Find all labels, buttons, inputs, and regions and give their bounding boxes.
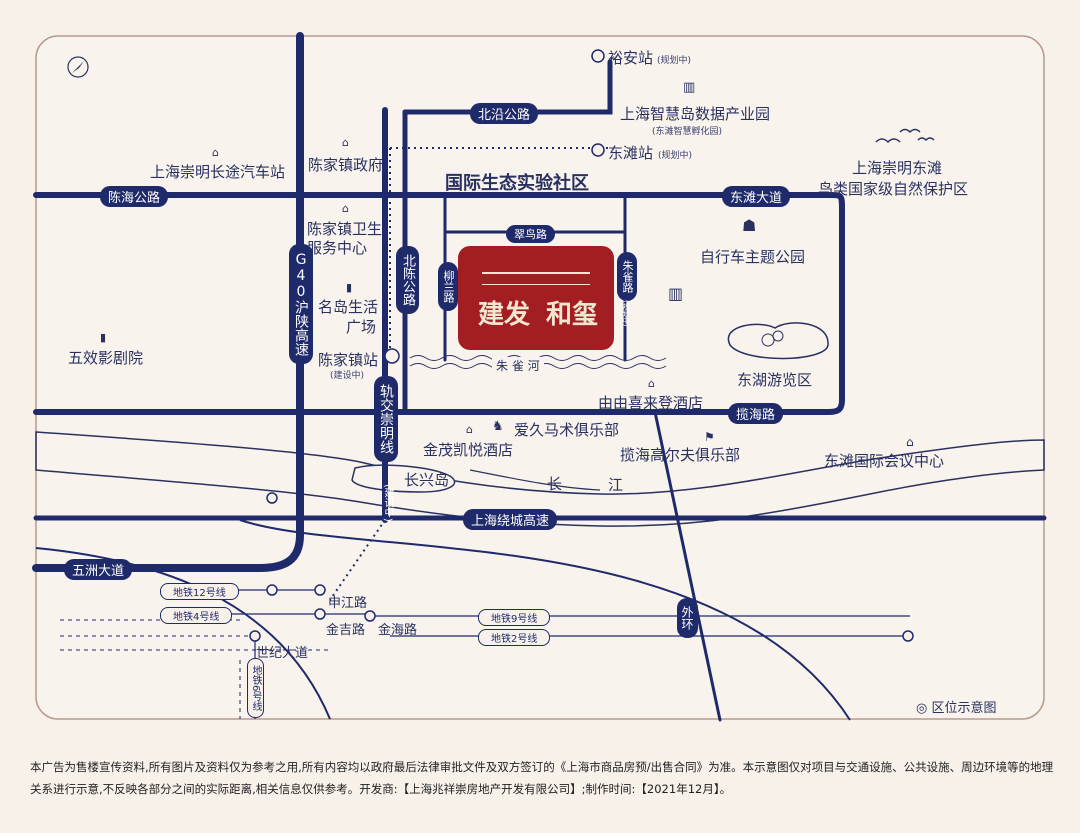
place-kerry: 金茂凯悦酒店: [423, 441, 514, 459]
disclaimer: 本广告为售楼宣传资料,所有图片及资料仅为参考之用,所有内容均以政府最后法律审批文…: [30, 760, 1054, 796]
place-lake: 东湖游览区: [737, 371, 813, 389]
rail-dotted: [329, 147, 610, 601]
place-plaza-a: 名岛生活: [318, 298, 379, 316]
compass-icon: [67, 56, 89, 78]
road-rail: 轨交崇明线: [374, 376, 398, 462]
hotel-icon: ⌂: [648, 377, 655, 390]
station-chenjia: 陈家镇站: [318, 351, 379, 369]
station-jinji: 金吉路: [326, 623, 366, 638]
road-waihuan: 外环: [677, 598, 698, 638]
legend: ◎ 区位示意图: [916, 697, 997, 716]
hotel-icon: ⌂: [466, 423, 473, 436]
people-icon: ☗: [742, 216, 757, 235]
station-dongtan-status: (规划中): [658, 151, 693, 161]
station-yuan-status: (规划中): [657, 56, 692, 66]
place-golf: 揽海高尔夫俱乐部: [620, 446, 741, 464]
metro-6: 地铁6号线: [247, 658, 264, 719]
place-yangtze-a: 长: [547, 475, 563, 493]
road-lanhai: 揽海路: [728, 403, 784, 424]
cinema-icon: ▮: [100, 331, 107, 344]
metro-4: 地铁4号线: [160, 607, 233, 624]
legend-label: 区位示意图: [931, 701, 997, 716]
station-markers: [249, 49, 914, 642]
road-zhuque: 朱雀路: [617, 252, 637, 301]
road-dongtan: 东滩大道: [722, 186, 791, 207]
station-shiji: 世纪大道: [256, 646, 309, 661]
project-name-a: 建发: [478, 300, 531, 330]
hospital-icon: ⌂: [342, 202, 349, 215]
place-hotel: 由由喜来登酒店: [598, 394, 704, 412]
station-chenjia-status: (建设中): [330, 371, 365, 381]
road-liulan: 柳兰路: [438, 262, 458, 311]
compass-needle: [72, 61, 84, 73]
tree-icon: [761, 333, 775, 347]
place-bike-park: 自行车主题公园: [700, 248, 806, 266]
station-jinhai: 金海路: [378, 623, 418, 638]
map-frame: [35, 35, 1045, 720]
place-cinema: 五效影剧院: [68, 349, 144, 367]
place-health-b: 服务中心: [307, 239, 368, 257]
road-raocheng: 上海绕城高速: [463, 509, 558, 530]
station-dongtan: 东滩站: [608, 144, 654, 162]
station-yuan: 裕安站: [608, 49, 654, 67]
road-beichen: 北陈公路: [396, 246, 419, 314]
tree-icon: [772, 330, 784, 342]
zhuque-status: (规划中): [622, 300, 630, 327]
rail-status: (建设中): [382, 484, 393, 522]
place-yangtze-b: 江: [608, 476, 624, 494]
gov-icon: ⌂: [342, 136, 349, 149]
bus-icon: ⌂: [212, 146, 219, 159]
horse-icon: ♞: [492, 419, 504, 434]
metro-dashed: [60, 619, 330, 719]
place-health-a: 陈家镇卫生: [307, 220, 383, 238]
east-lake: [727, 322, 829, 360]
road-wuzhou: 五洲大道: [64, 559, 133, 580]
road-cuiniao: 翠鸟路: [506, 225, 555, 243]
metro-12: 地铁12号线: [160, 583, 239, 600]
district-label: 国际生态实验社区: [445, 173, 589, 194]
road-g40: G40沪陕高速: [289, 244, 313, 364]
project-name-b: 和玺: [546, 300, 599, 330]
place-conf: 东滩国际会议中心: [824, 452, 945, 470]
plaza-icon: ▮: [346, 281, 353, 294]
conf-icon: ⌂: [906, 435, 914, 449]
river-bank: [469, 469, 601, 491]
place-reserve-b: 鸟类国家级自然保护区: [818, 180, 969, 198]
metro-2: 地铁2号线: [478, 629, 551, 646]
road-beiyan: 北沿公路: [470, 103, 539, 124]
changxing-island: [351, 464, 456, 493]
place-data-park-sub: (东滩智慧孵化园): [652, 127, 723, 137]
project-block: 建发 和玺: [458, 246, 614, 350]
place-reserve-a: 上海崇明东滩: [852, 159, 943, 177]
building-icon: ▥: [683, 80, 696, 95]
road-chenhai: 陈海公路: [100, 186, 169, 207]
place-horse: 爱久马术俱乐部: [514, 421, 620, 439]
metro-9: 地铁9号线: [478, 609, 551, 626]
building-icon: ▥: [668, 284, 684, 303]
station-shenjiang: 申江路: [328, 596, 368, 611]
place-river: 朱 雀 河: [492, 357, 544, 374]
place-data-park: 上海智慧岛数据产业园: [620, 105, 771, 123]
metro-lines: [165, 589, 910, 719]
outer-ring-line: [239, 519, 851, 721]
golf-icon: ⚑: [704, 430, 715, 444]
place-bus-station: 上海崇明长途汽车站: [150, 163, 286, 181]
project-roof-icon: [482, 272, 590, 285]
place-plaza-b: 广场: [346, 318, 377, 336]
place-gov: 陈家镇政府: [308, 156, 384, 174]
legend-circle-icon: ◎: [916, 701, 928, 716]
place-changxing: 长兴岛: [404, 471, 450, 489]
birds-icon: [875, 128, 935, 144]
